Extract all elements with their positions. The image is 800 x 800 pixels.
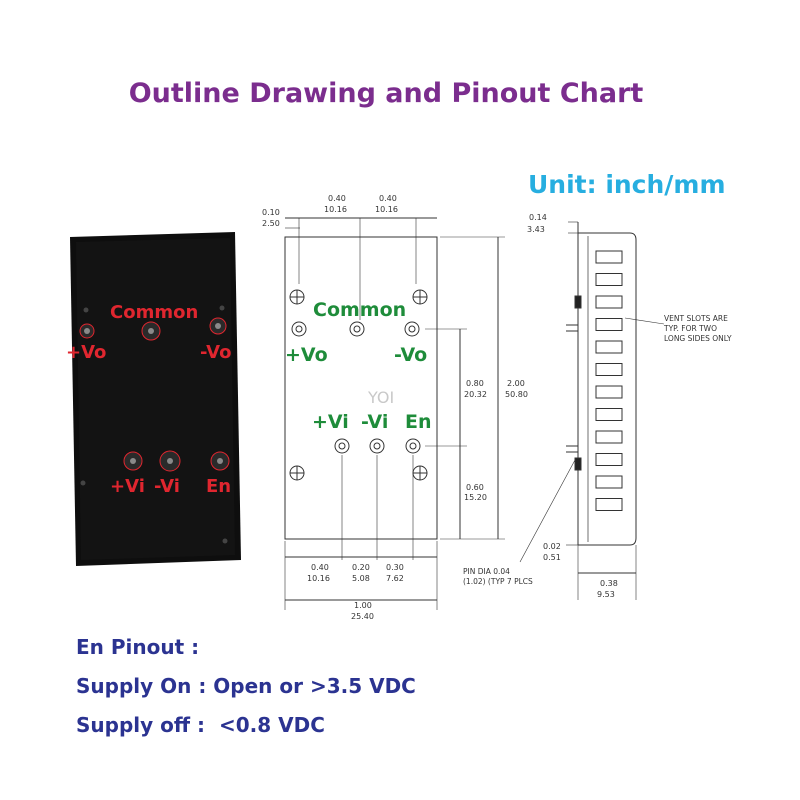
vent-slot xyxy=(595,295,623,309)
svg-text:0.20: 0.20 xyxy=(352,563,370,572)
photo-label-plus-vi: +Vi xyxy=(110,476,145,497)
svg-text:7.62: 7.62 xyxy=(386,574,404,583)
right-dimension-labels: 0.80 20.32 2.00 50.80 0.60 15.20 xyxy=(464,379,528,502)
drawing-pin-plus-vi xyxy=(334,438,350,454)
vent-slot xyxy=(595,363,623,376)
vent-slot xyxy=(595,385,623,399)
photo-pin-plus-vo xyxy=(79,323,95,339)
drawing-label-minus-vi: -Vi xyxy=(361,411,388,433)
photo-label-minus-vo: -Vo xyxy=(200,342,231,363)
drawing-pin-minus-vo xyxy=(404,321,420,337)
svg-text:10.16: 10.16 xyxy=(324,205,347,214)
svg-text:0.10: 0.10 xyxy=(262,208,280,217)
watermark: YOI xyxy=(367,388,394,407)
photo-label-en: En xyxy=(206,476,231,497)
svg-text:10.16: 10.16 xyxy=(307,574,330,583)
mounting-hole-icon xyxy=(289,289,305,305)
svg-text:PIN DIA 0.04: PIN DIA 0.04 xyxy=(463,567,510,576)
en-supply-off: Supply off : <0.8 VDC xyxy=(76,713,325,737)
svg-text:50.80: 50.80 xyxy=(505,390,528,399)
svg-text:20.32: 20.32 xyxy=(464,390,487,399)
drawing-label-plus-vo: +Vo xyxy=(285,344,328,366)
svg-text:0.40: 0.40 xyxy=(379,194,397,203)
svg-text:0.14: 0.14 xyxy=(529,213,547,222)
side-view-drawing xyxy=(519,221,665,600)
en-pinout: En Pinout : Supply On : Open or >3.5 VDC… xyxy=(76,628,416,745)
photo-pin-minus-vo xyxy=(209,317,227,335)
page-title: Outline Drawing and Pinout Chart xyxy=(128,78,644,109)
top-view-outline xyxy=(284,236,438,540)
photo-label-common: Common xyxy=(110,302,198,323)
drawing-label-plus-vi: +Vi xyxy=(312,411,349,433)
svg-text:5.08: 5.08 xyxy=(352,574,370,583)
photo-pin-plus-vi xyxy=(123,451,143,471)
vent-slot xyxy=(595,408,623,421)
vent-slot xyxy=(595,430,623,444)
svg-text:0.30: 0.30 xyxy=(386,563,404,572)
en-supply-on: Supply On : Open or >3.5 VDC xyxy=(76,674,416,698)
svg-text:0.02: 0.02 xyxy=(543,542,561,551)
top-dimension-labels: 0.10 2.50 0.40 10.16 0.40 10.16 xyxy=(262,194,398,228)
drawing-pin-common xyxy=(349,321,365,337)
mounting-hole-icon xyxy=(412,465,428,481)
photo-pin-en xyxy=(210,451,230,471)
photo-pin-common xyxy=(141,321,161,341)
vent-slot xyxy=(595,273,623,286)
vent-slot xyxy=(595,318,623,331)
drawing-label-en: En xyxy=(405,411,432,433)
svg-text:3.43: 3.43 xyxy=(527,225,545,234)
vent-slot xyxy=(595,453,623,466)
svg-text:TYP. FOR TWO: TYP. FOR TWO xyxy=(663,324,717,333)
svg-text:9.53: 9.53 xyxy=(597,590,615,599)
photo-pin-minus-vi xyxy=(159,450,181,472)
svg-text:0.51: 0.51 xyxy=(543,553,561,562)
svg-text:0.40: 0.40 xyxy=(328,194,346,203)
bottom-dimension-labels: 0.40 10.16 0.20 5.08 0.30 7.62 1.00 25.4… xyxy=(307,563,404,621)
svg-text:2.50: 2.50 xyxy=(262,219,280,228)
svg-text:VENT SLOTS ARE: VENT SLOTS ARE xyxy=(664,314,728,323)
svg-text:1.00: 1.00 xyxy=(354,601,372,610)
vent-note: VENT SLOTS ARE TYP. FOR TWO LONG SIDES O… xyxy=(663,314,732,343)
svg-text:0.80: 0.80 xyxy=(466,379,484,388)
svg-text:10.16: 10.16 xyxy=(375,205,398,214)
drawing-pin-minus-vi xyxy=(369,438,385,454)
drawing-pin-plus-vo xyxy=(291,321,307,337)
svg-text:0.60: 0.60 xyxy=(466,483,484,492)
svg-text:(1.02) (TYP 7 PLCS: (1.02) (TYP 7 PLCS xyxy=(463,577,533,586)
vent-slot xyxy=(595,340,623,354)
svg-text:0.38: 0.38 xyxy=(600,579,618,588)
top-view-drawing xyxy=(284,217,505,610)
svg-text:LONG SIDES ONLY: LONG SIDES ONLY xyxy=(664,334,732,343)
en-pinout-heading: En Pinout : xyxy=(76,635,200,659)
svg-text:0.40: 0.40 xyxy=(311,563,329,572)
svg-text:15.20: 15.20 xyxy=(464,493,487,502)
vent-slot xyxy=(595,498,623,511)
photo-label-plus-vo: +Vo xyxy=(66,342,106,363)
module-photo: Common +Vo -Vo +Vi -Vi En xyxy=(66,232,241,566)
vent-slot xyxy=(595,250,623,264)
svg-text:2.00: 2.00 xyxy=(507,379,525,388)
vent-slot xyxy=(595,475,623,489)
svg-text:25.40: 25.40 xyxy=(351,612,374,621)
drawing-label-common: Common xyxy=(313,299,406,321)
mounting-hole-icon xyxy=(289,465,305,481)
drawing-label-minus-vo: -Vo xyxy=(394,344,427,366)
pin-note: PIN DIA 0.04 (1.02) (TYP 7 PLCS xyxy=(463,567,533,586)
side-dimension-labels: 0.14 3.43 0.02 0.51 0.38 9.53 xyxy=(527,213,618,599)
vent-slots xyxy=(595,250,623,511)
drawing-pin-en xyxy=(405,438,421,454)
unit-label: Unit: inch/mm xyxy=(528,170,726,199)
photo-label-minus-vi: -Vi xyxy=(154,476,180,497)
mounting-hole-icon xyxy=(412,289,428,305)
